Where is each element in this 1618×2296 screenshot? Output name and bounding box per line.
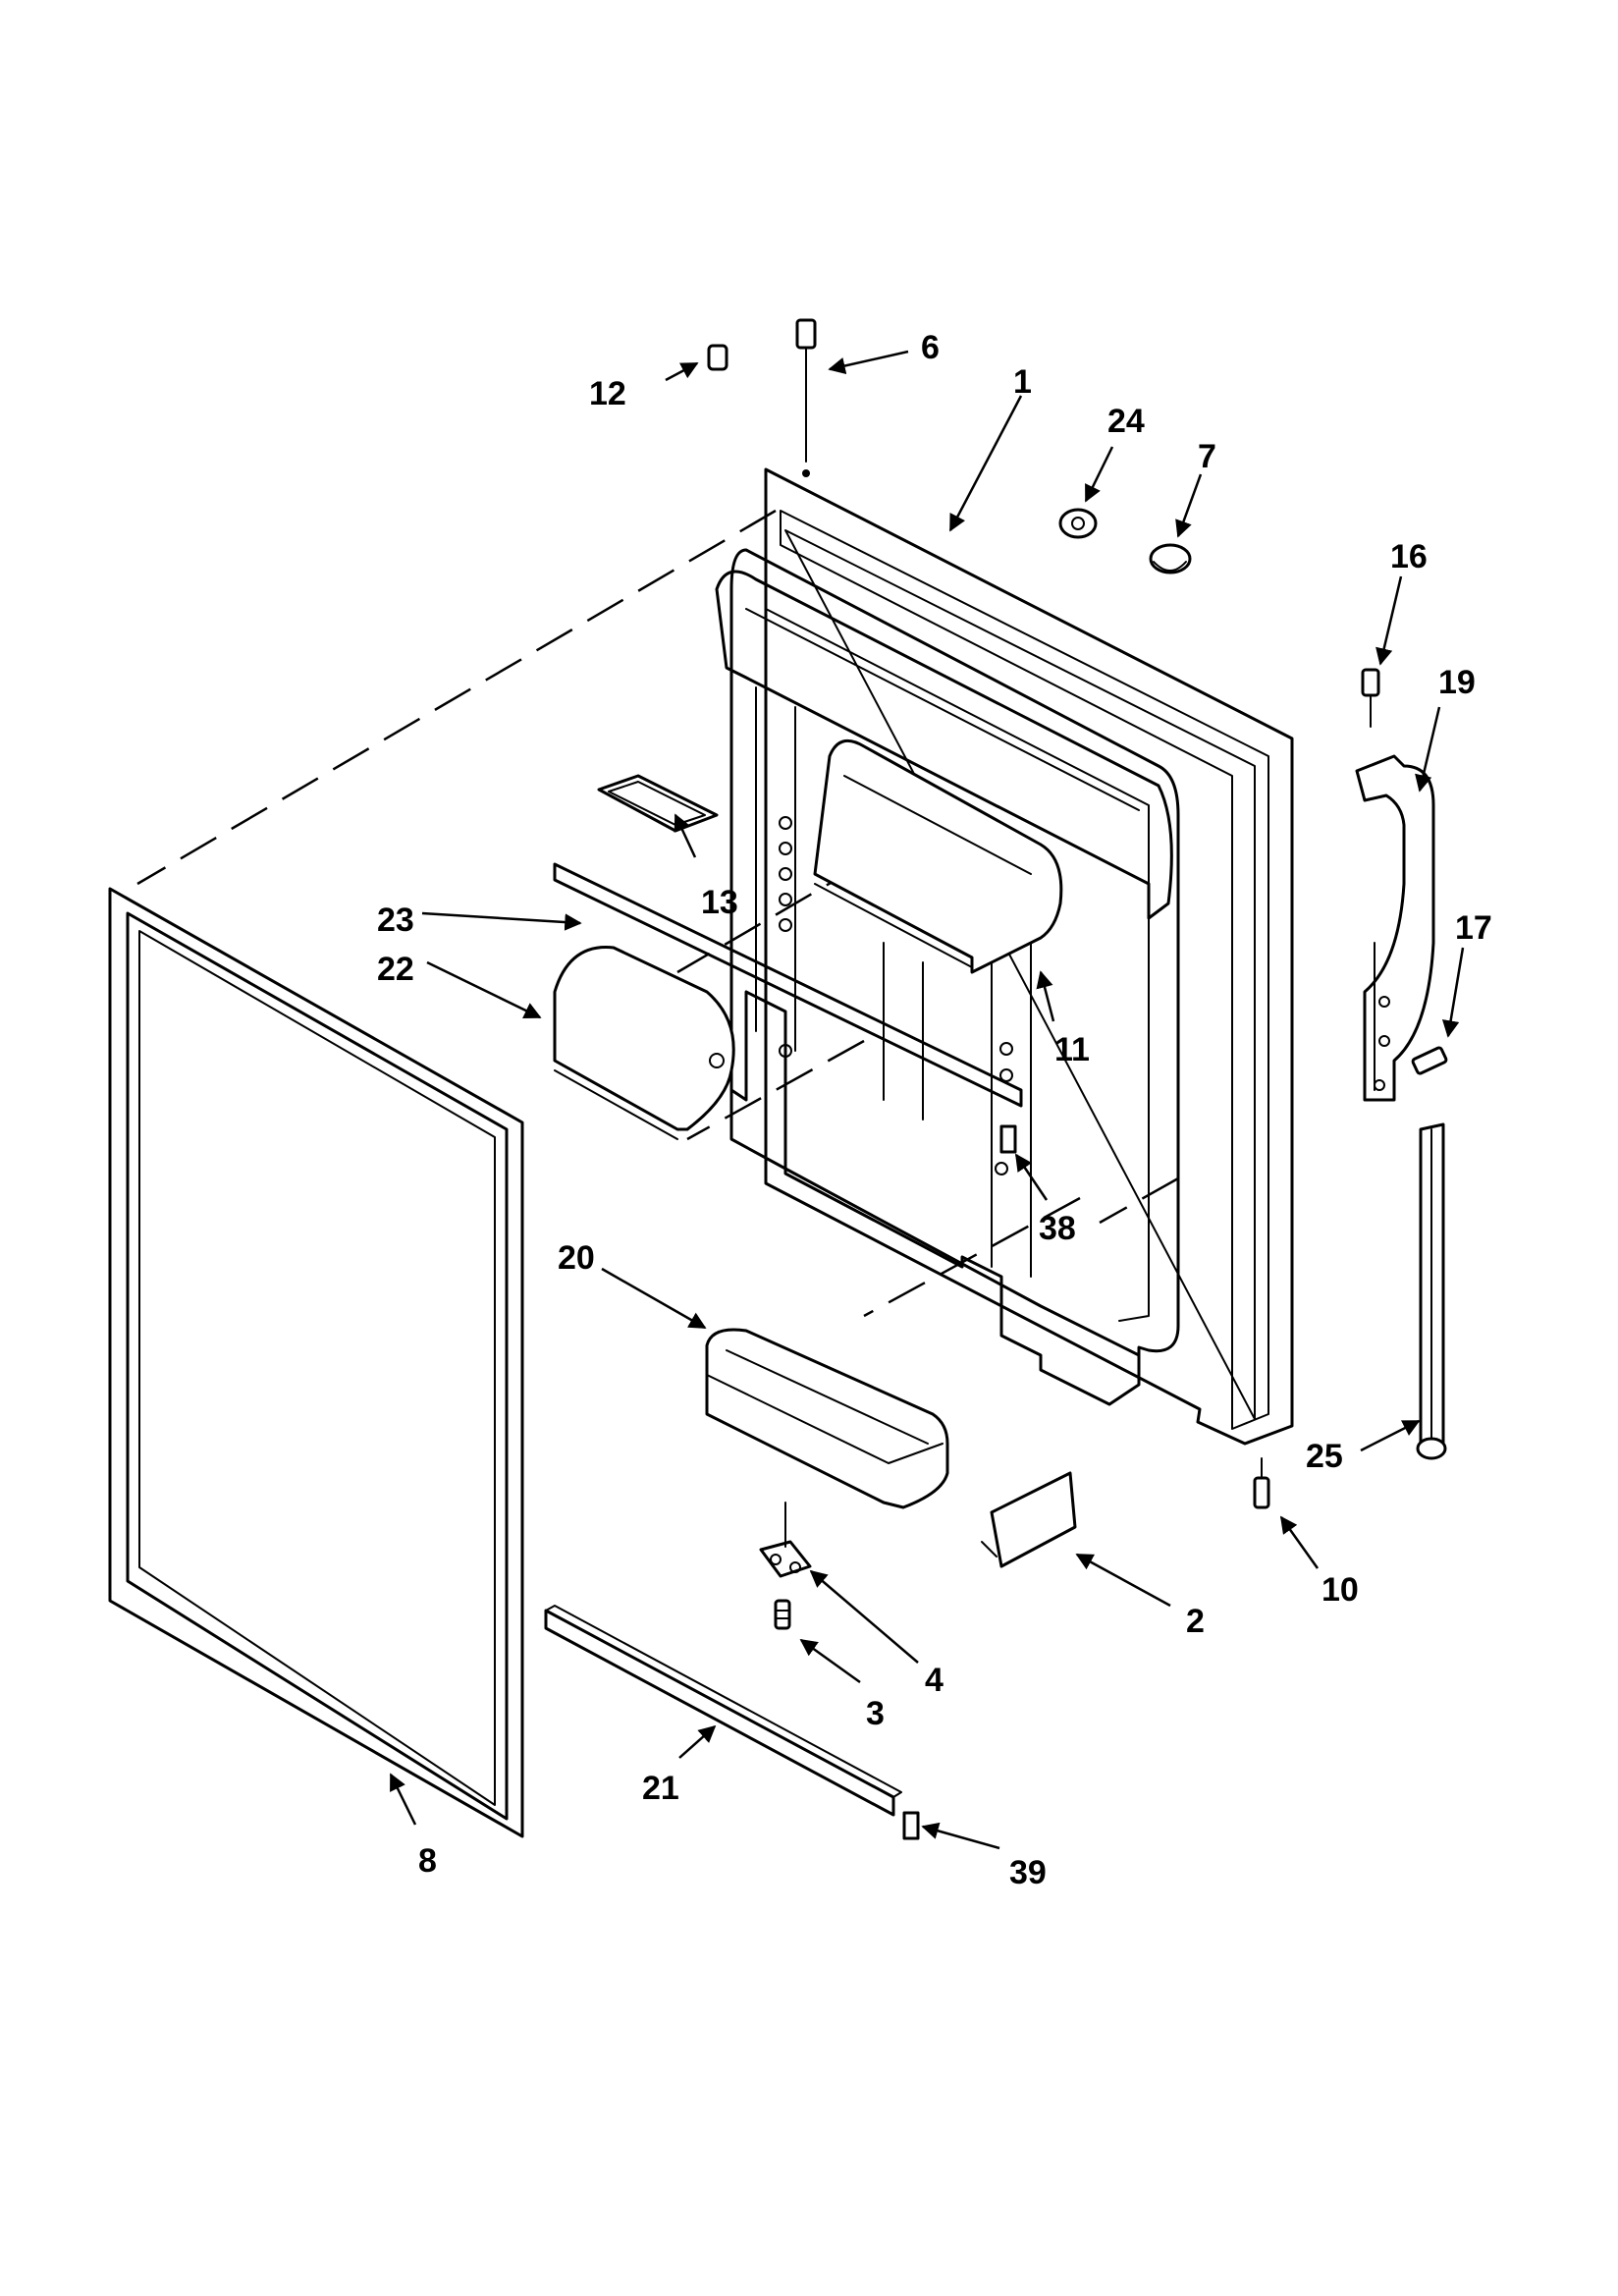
nut-washer	[1058, 508, 1098, 539]
lower-rail	[544, 1605, 902, 1817]
callout-21: 21	[642, 1770, 679, 1807]
callout-6: 6	[921, 329, 940, 366]
callout-4: 4	[925, 1662, 944, 1699]
callout-2: 2	[1186, 1603, 1205, 1640]
callout-7: 7	[1198, 438, 1216, 475]
callout-39: 39	[1009, 1854, 1047, 1891]
callout-25: 25	[1306, 1438, 1343, 1475]
callout-17: 17	[1455, 909, 1492, 947]
callout-8: 8	[418, 1842, 437, 1880]
callout-12: 12	[589, 375, 626, 412]
door-shelf-upper	[813, 738, 1063, 974]
leader-lines	[389, 350, 1465, 1850]
handle-screw	[1361, 668, 1380, 728]
callout-16: 16	[1390, 538, 1428, 575]
callout-23: 23	[377, 902, 414, 939]
shelf-clip	[999, 1124, 1017, 1154]
handle-side-screw	[1411, 1046, 1448, 1075]
trim-rod	[1416, 1122, 1447, 1460]
callout-11: 11	[1054, 1031, 1090, 1068]
door-shelf-mid	[553, 946, 735, 1140]
door-handle	[1355, 754, 1435, 1102]
callout-10: 10	[1321, 1571, 1359, 1609]
callout-3: 3	[866, 1695, 885, 1732]
callout-labels: 12 6 1 24 7 16 19 17 13 11 23 22 38 20 2…	[377, 329, 1492, 1891]
cover-panel	[597, 774, 719, 833]
callout-38: 38	[1039, 1210, 1076, 1247]
callout-1: 1	[1013, 363, 1032, 401]
hinge-screw	[774, 1599, 791, 1630]
rail-clip	[902, 1811, 920, 1840]
hinge-cover	[981, 1471, 1077, 1568]
bottom-screw	[1253, 1457, 1270, 1509]
door-bin-lower	[705, 1328, 949, 1509]
callout-19: 19	[1438, 664, 1476, 701]
hinge-bracket	[759, 1502, 812, 1578]
plug-button	[1149, 543, 1192, 574]
top-screw	[795, 318, 817, 477]
callout-20: 20	[558, 1239, 595, 1277]
callout-22: 22	[377, 951, 414, 988]
callout-24: 24	[1107, 403, 1145, 440]
callout-13: 13	[701, 884, 738, 921]
door-gasket	[108, 887, 524, 1838]
shelf-rail	[553, 862, 1023, 1108]
plug-cap	[707, 344, 728, 371]
